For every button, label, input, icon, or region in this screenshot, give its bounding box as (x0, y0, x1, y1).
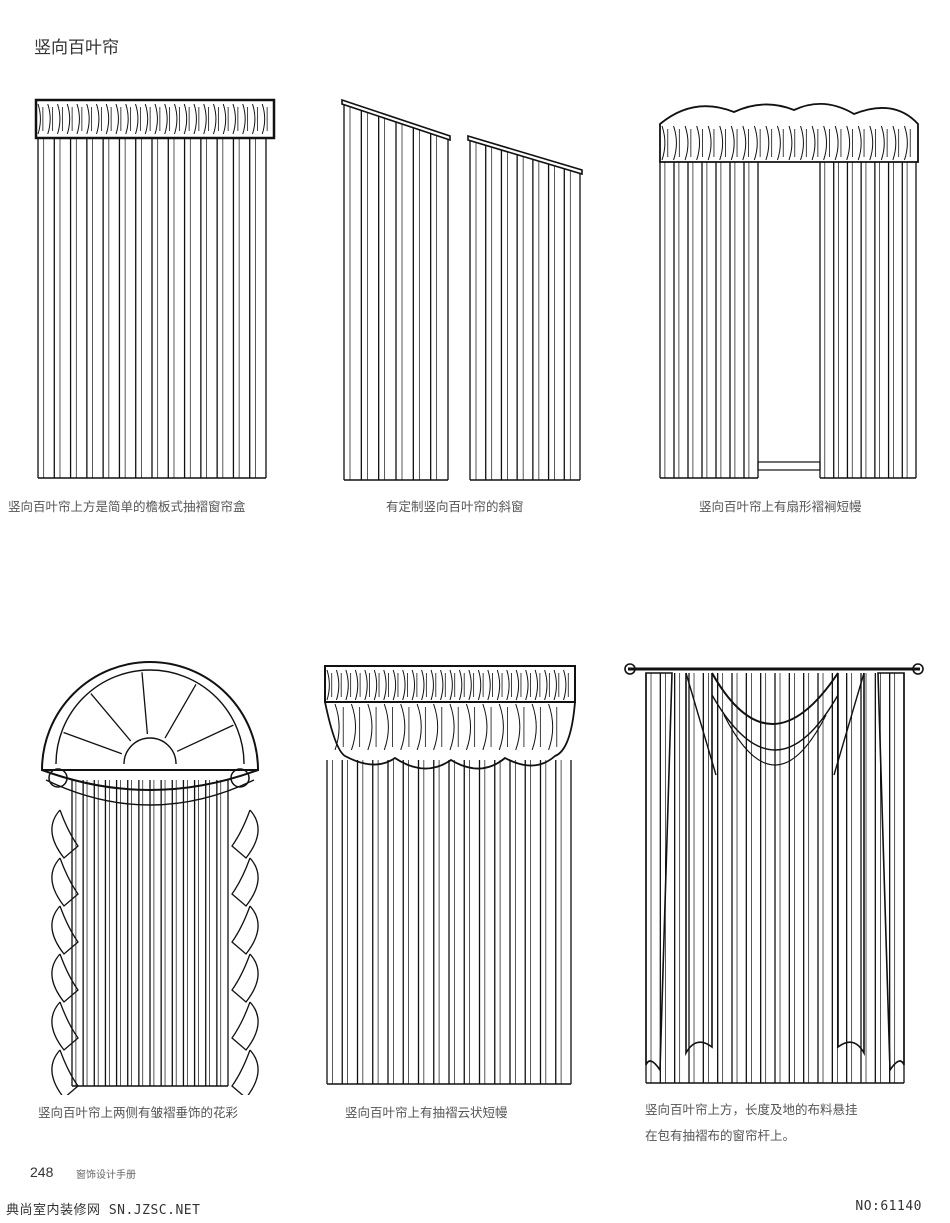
figure-slanted-window (336, 96, 586, 486)
caption-1: 竖向百叶帘上方是简单的檐板式抽褶窗帘盒 (8, 499, 246, 514)
caption-6: 竖向百叶帘上方，长度及地的布料悬挂 在包有抽褶布的窗帘杆上。 (645, 1097, 858, 1149)
floor-length-panels-on-rod-icon (624, 663, 924, 1084)
caption-5: 竖向百叶帘上有抽褶云状短幔 (345, 1105, 508, 1120)
watermark-left: 典尚室内装修网 SN.JZSC.NET (6, 1203, 201, 1218)
caption-6-line1: 竖向百叶帘上方，长度及地的布料悬挂 (645, 1102, 858, 1117)
book-title: 窗饰设计手册 (76, 1170, 136, 1181)
figure-scalloped-valance (654, 96, 924, 486)
caption-4: 竖向百叶帘上两侧有皱褶垂饰的花彩 (38, 1105, 239, 1120)
vertical-blind-scalloped-valance-icon (659, 102, 919, 479)
page-title: 竖向百叶帘 (34, 38, 119, 58)
arched-window-swag-cascades-icon (40, 661, 260, 1095)
watermark-right: NO:61140 (855, 1199, 922, 1214)
figure-cloud-valance (315, 660, 585, 1095)
figure-floor-length-panels (620, 655, 930, 1095)
figure-gathered-cornice (30, 96, 280, 486)
caption-3: 竖向百叶帘上有扇形褶裥短幔 (699, 499, 862, 514)
vertical-blind-with-gathered-cornice-icon (34, 98, 276, 479)
page-number: 248 (30, 1164, 54, 1180)
caption-6-line2: 在包有抽褶布的窗帘杆上。 (645, 1128, 796, 1143)
figure-arched-swag (28, 660, 273, 1095)
slanted-window-vertical-blinds-icon (341, 98, 583, 481)
vertical-blind-cloud-valance-icon (324, 665, 576, 1085)
caption-2: 有定制竖向百叶帘的斜窗 (386, 499, 524, 514)
